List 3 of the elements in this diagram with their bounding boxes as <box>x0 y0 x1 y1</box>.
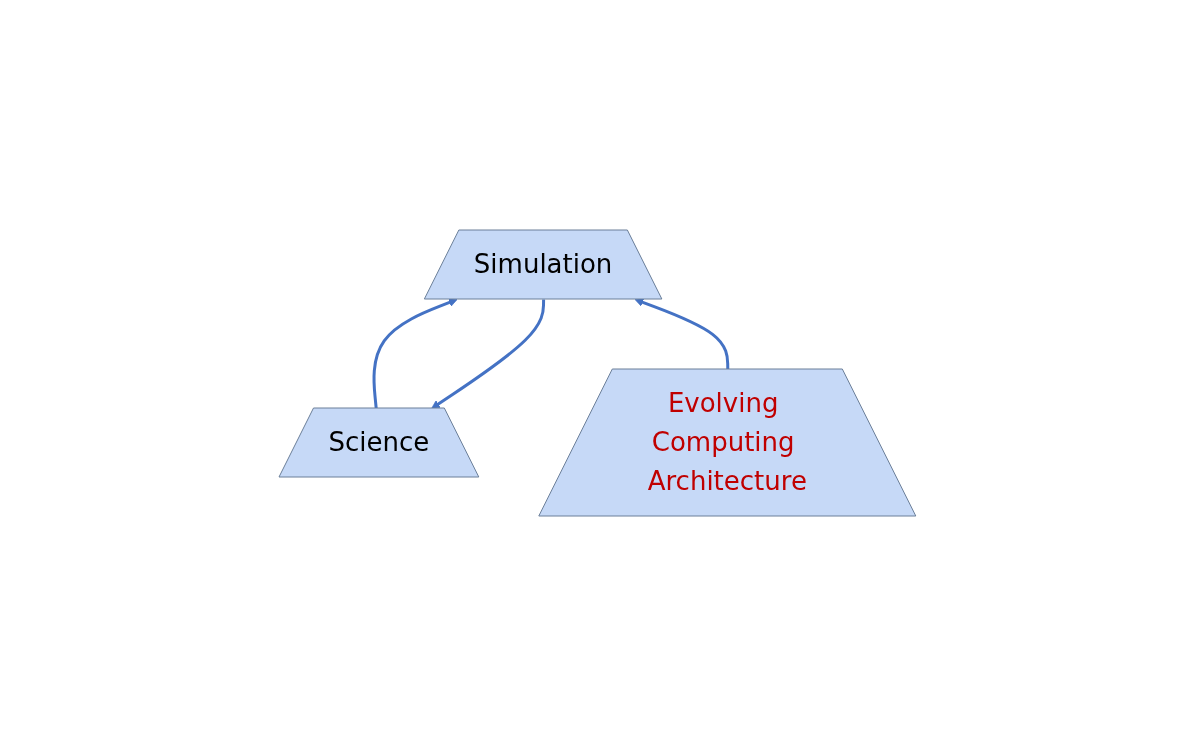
arrow <box>372 298 458 409</box>
arrow <box>430 299 545 409</box>
arrow <box>634 298 729 370</box>
